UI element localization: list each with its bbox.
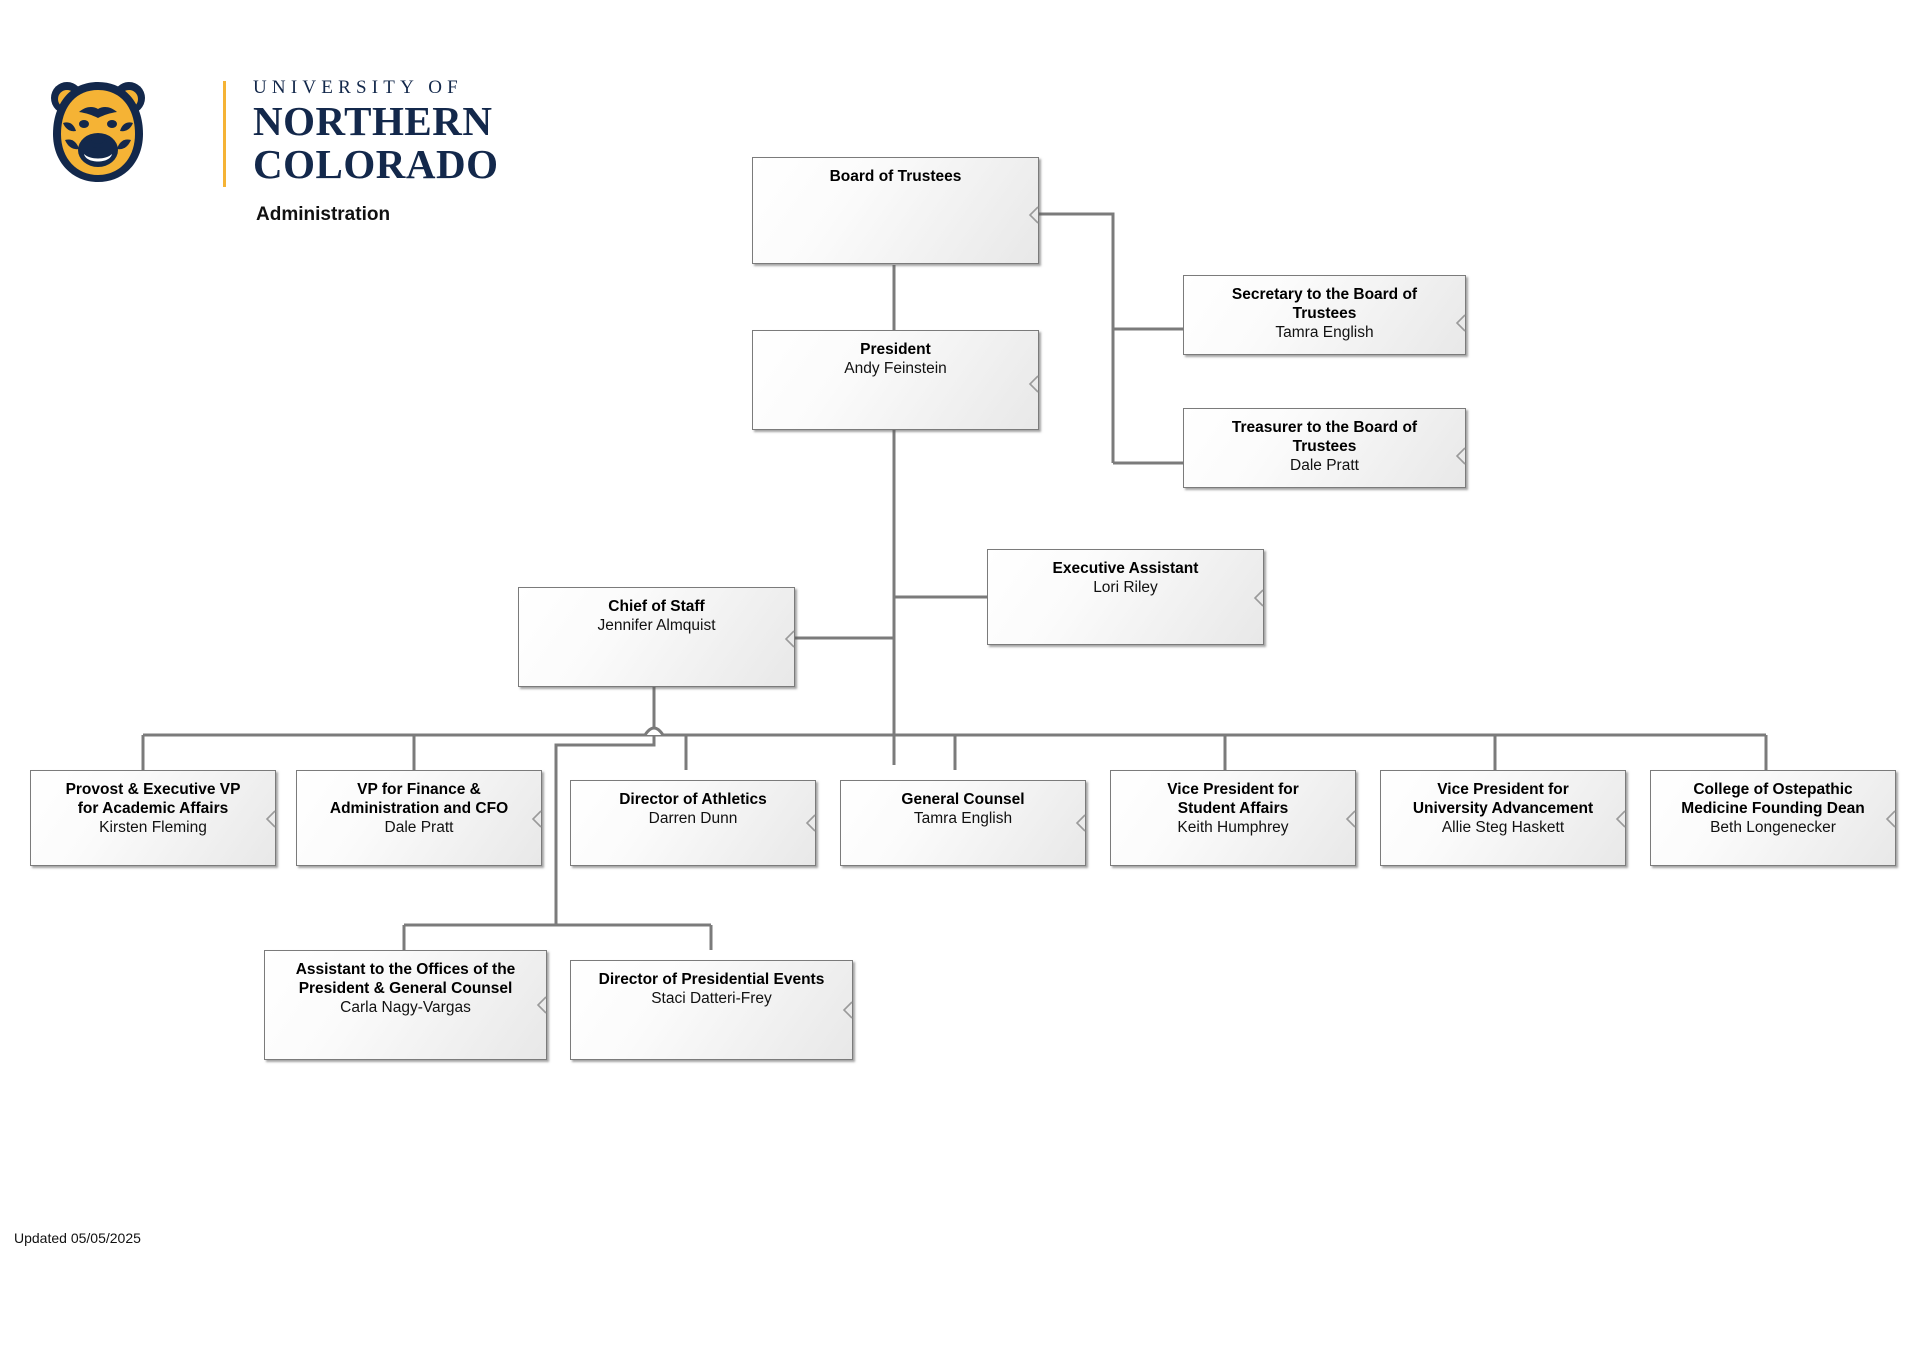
page-subtitle: Administration xyxy=(256,204,391,225)
node-chief-of-staff[interactable]: Chief of Staff Jennifer Almquist xyxy=(518,587,795,687)
node-com-founding-dean[interactable]: College of Ostepathic Medicine Founding … xyxy=(1650,770,1896,866)
bus-crossover-arc xyxy=(643,726,665,736)
node-president[interactable]: President Andy Feinstein xyxy=(752,330,1039,430)
connector-notch-icon xyxy=(536,996,547,1014)
node-general-counsel[interactable]: General Counsel Tamra English xyxy=(840,780,1086,866)
node-title: College of Ostepathic Medicine Founding … xyxy=(1681,781,1865,817)
node-executive-assistant[interactable]: Executive Assistant Lori Riley xyxy=(987,549,1264,645)
node-person: Beth Longenecker xyxy=(1710,819,1836,836)
node-title: Provost & Executive VP for Academic Affa… xyxy=(65,781,241,817)
connector-notch-icon xyxy=(784,630,795,648)
node-title: Treasurer to the Board of Trustees xyxy=(1231,419,1418,455)
node-person: Lori Riley xyxy=(1093,579,1158,596)
node-person: Tamra English xyxy=(913,810,1013,827)
node-person: Keith Humphrey xyxy=(1177,819,1289,836)
bear-mascot-icon xyxy=(48,76,148,186)
node-person: Dale Pratt xyxy=(384,819,454,836)
node-title: General Counsel xyxy=(901,791,1025,808)
node-title: Secretary to the Board of Trustees xyxy=(1231,286,1418,322)
node-person: Kirsten Fleming xyxy=(99,819,207,836)
node-person: Staci Datteri-Frey xyxy=(651,990,772,1007)
node-board-of-trustees[interactable]: Board of Trustees xyxy=(752,157,1039,264)
node-person: Dale Pratt xyxy=(1290,457,1359,474)
node-person: Andy Feinstein xyxy=(844,360,947,377)
node-title: Vice President for University Advancemen… xyxy=(1412,781,1594,817)
node-title: VP for Finance & Administration and CFO xyxy=(329,781,509,817)
connector-notch-icon xyxy=(1455,314,1466,332)
node-title: Board of Trustees xyxy=(829,168,962,185)
node-vp-student-affairs[interactable]: Vice President for Student Affairs Keith… xyxy=(1110,770,1356,866)
connector-notch-icon xyxy=(265,810,276,828)
connector-notch-icon xyxy=(531,810,542,828)
node-title: Chief of Staff xyxy=(608,598,705,615)
node-person: Jennifer Almquist xyxy=(597,617,716,634)
node-title: Assistant to the Offices of the Presiden… xyxy=(295,961,516,997)
node-person: Allie Steg Haskett xyxy=(1441,819,1565,836)
node-title: Director of Athletics xyxy=(619,791,767,808)
brand-header: UNIVERSITY OF NORTHERN COLORADO Administ… xyxy=(48,76,508,226)
node-assistant-to-offices[interactable]: Assistant to the Offices of the Presiden… xyxy=(264,950,547,1060)
node-vp-finance-cfo[interactable]: VP for Finance & Administration and CFO … xyxy=(296,770,542,866)
connector-notch-icon xyxy=(1028,375,1039,393)
node-treasurer-to-board[interactable]: Treasurer to the Board of Trustees Dale … xyxy=(1183,408,1466,488)
node-provost-executive-vp[interactable]: Provost & Executive VP for Academic Affa… xyxy=(30,770,276,866)
updated-date-label: Updated 05/05/2025 xyxy=(14,1230,141,1246)
wordmark-line-northern: NORTHERN xyxy=(253,98,493,144)
connector-notch-icon xyxy=(1615,810,1626,828)
connector-notch-icon xyxy=(805,814,816,832)
connector-notch-icon xyxy=(1253,589,1264,607)
connector-notch-icon xyxy=(1028,206,1039,224)
node-director-presidential-events[interactable]: Director of Presidential Events Staci Da… xyxy=(570,960,853,1060)
connector-notch-icon xyxy=(1075,814,1086,832)
node-person: Tamra English xyxy=(1275,324,1374,341)
node-director-of-athletics[interactable]: Director of Athletics Darren Dunn xyxy=(570,780,816,866)
logo-divider-rule xyxy=(223,81,226,187)
node-title: Executive Assistant xyxy=(1052,560,1199,577)
wordmark-line-university-of: UNIVERSITY OF xyxy=(253,77,463,98)
node-title: Vice President for Student Affairs xyxy=(1167,781,1299,817)
node-title: Director of Presidential Events xyxy=(598,971,825,988)
connector-notch-icon xyxy=(842,1001,853,1019)
node-vp-university-advancement[interactable]: Vice President for University Advancemen… xyxy=(1380,770,1626,866)
connector-notch-icon xyxy=(1455,447,1466,465)
wordmark-line-colorado: COLORADO xyxy=(253,141,499,187)
connector-notch-icon xyxy=(1345,810,1356,828)
edge-chief-of-staff-branch xyxy=(554,687,656,925)
university-wordmark: UNIVERSITY OF NORTHERN COLORADO xyxy=(253,76,513,186)
connector-notch-icon xyxy=(1885,810,1896,828)
node-person: Darren Dunn xyxy=(648,810,738,827)
node-secretary-to-board[interactable]: Secretary to the Board of Trustees Tamra… xyxy=(1183,275,1466,355)
node-person: Carla Nagy-Vargas xyxy=(340,999,471,1016)
node-title: President xyxy=(860,341,931,358)
edge-board-right-spine xyxy=(1039,212,1115,463)
